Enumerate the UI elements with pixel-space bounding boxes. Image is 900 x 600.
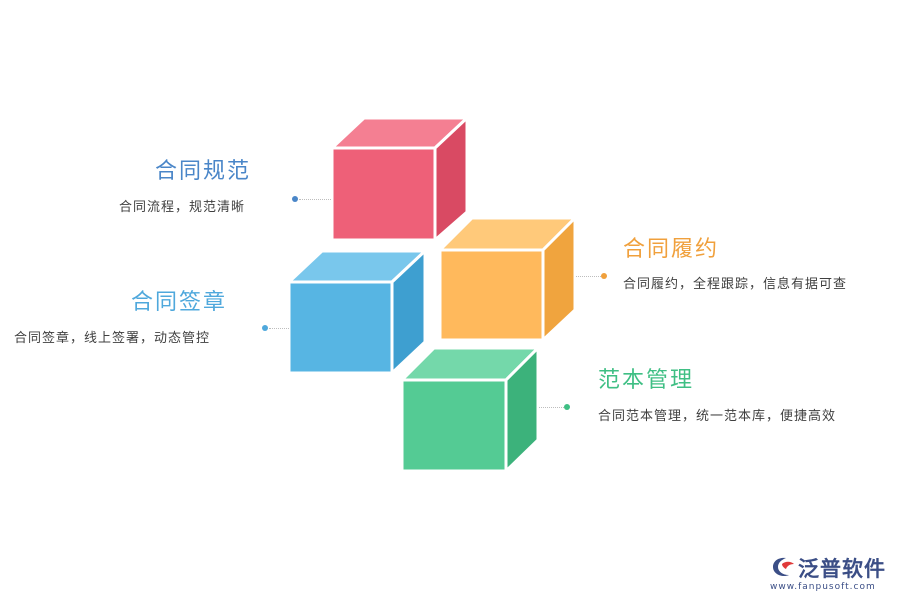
brand-url: www.fanpusoft.com	[770, 582, 876, 592]
item-desc-template: 合同范本管理，统一范本库，便捷高效	[598, 409, 837, 424]
connector-line-standardize	[299, 199, 331, 200]
connector-dot-signature	[262, 325, 268, 331]
connector-dot-standardize	[292, 196, 298, 202]
connector-dot-template	[564, 404, 570, 410]
cube-green	[398, 344, 542, 475]
cube-orange	[436, 214, 579, 344]
item-title-performance: 合同履约	[623, 237, 720, 262]
connector-line-performance	[576, 276, 601, 277]
cube-pink	[328, 114, 471, 244]
brand-name: 泛普软件	[798, 557, 886, 581]
connector-dot-performance	[601, 273, 607, 279]
item-title-standardize: 合同规范	[155, 159, 252, 184]
item-desc-signature: 合同签章，线上签署，动态管控	[14, 331, 211, 346]
item-title-template: 范本管理	[598, 368, 695, 393]
item-title-signature: 合同签章	[131, 290, 228, 315]
item-desc-standardize: 合同流程，规范清晰	[119, 200, 246, 215]
fanpu-logo-icon	[773, 557, 794, 577]
connector-line-signature	[269, 328, 289, 329]
cube-blue	[285, 247, 429, 377]
item-desc-performance: 合同履约，全程跟踪，信息有据可查	[623, 277, 848, 292]
connector-line-template	[539, 407, 564, 408]
brand-logo: 泛普软件 www.fanpusoft.com	[768, 553, 898, 597]
